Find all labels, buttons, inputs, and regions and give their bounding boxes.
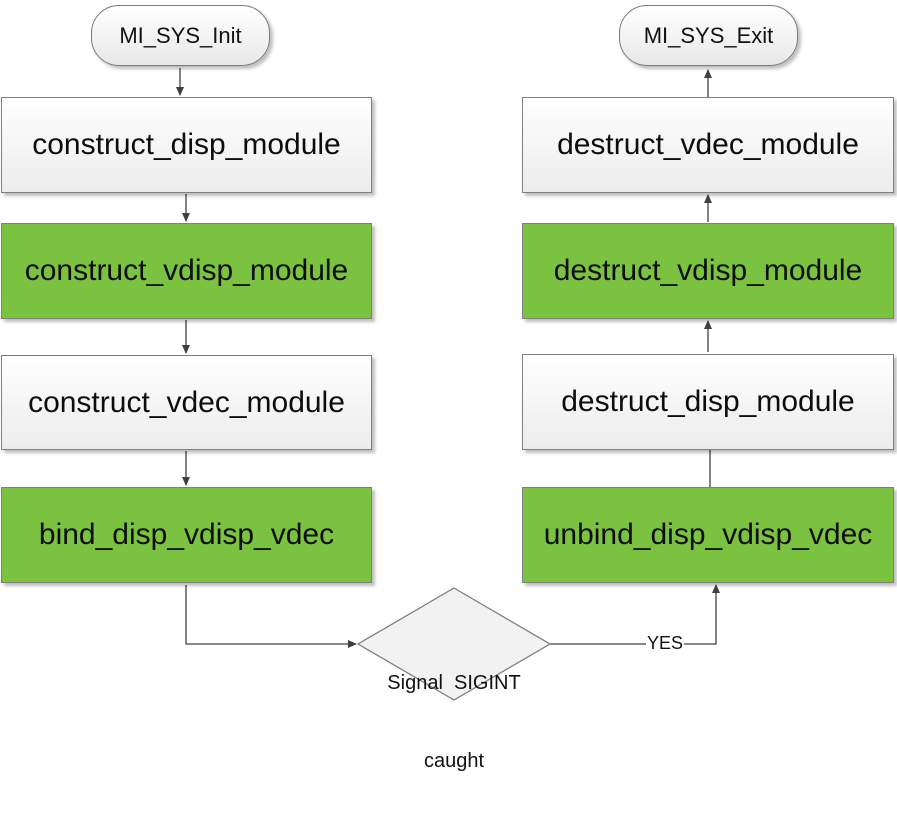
step-construct-vdisp-module: construct_vdisp_module xyxy=(1,223,372,319)
end-label: MI_SYS_Exit xyxy=(643,22,774,48)
start-terminal: MI_SYS_Init xyxy=(91,5,270,66)
arrow-bind-to-decision xyxy=(185,585,357,648)
flowchart: MI_SYS_Init MI_SYS_Exit construct_disp_m… xyxy=(1,5,894,772)
step-construct-vdec-module: construct_vdec_module xyxy=(1,355,372,450)
decision-diamond xyxy=(356,587,552,701)
step-destruct-vdec-module: destruct_vdec_module xyxy=(522,97,894,193)
start-label: MI_SYS_Init xyxy=(119,22,242,48)
step-bind-disp-vdisp-vdec: bind_disp_vdisp_vdec xyxy=(1,487,372,583)
arrow-decision-yes-to-unbind xyxy=(550,584,720,645)
decision-line-1: Signal SIGINT xyxy=(387,672,521,694)
step-construct-disp-module: construct_disp_module xyxy=(1,97,372,193)
end-terminal: MI_SYS_Exit xyxy=(619,5,798,66)
decision-label: Signal SIGINT caught xyxy=(374,618,534,826)
step-destruct-vdisp-module: destruct_vdisp_module xyxy=(522,223,894,319)
step-unbind-disp-vdisp-vdec: unbind_disp_vdisp_vdec xyxy=(522,487,894,583)
yes-label: YES xyxy=(646,633,685,654)
step-destruct-disp-module: destruct_disp_module xyxy=(522,354,894,450)
connector-lines xyxy=(176,68,720,701)
decision-line-2: caught xyxy=(423,750,485,772)
